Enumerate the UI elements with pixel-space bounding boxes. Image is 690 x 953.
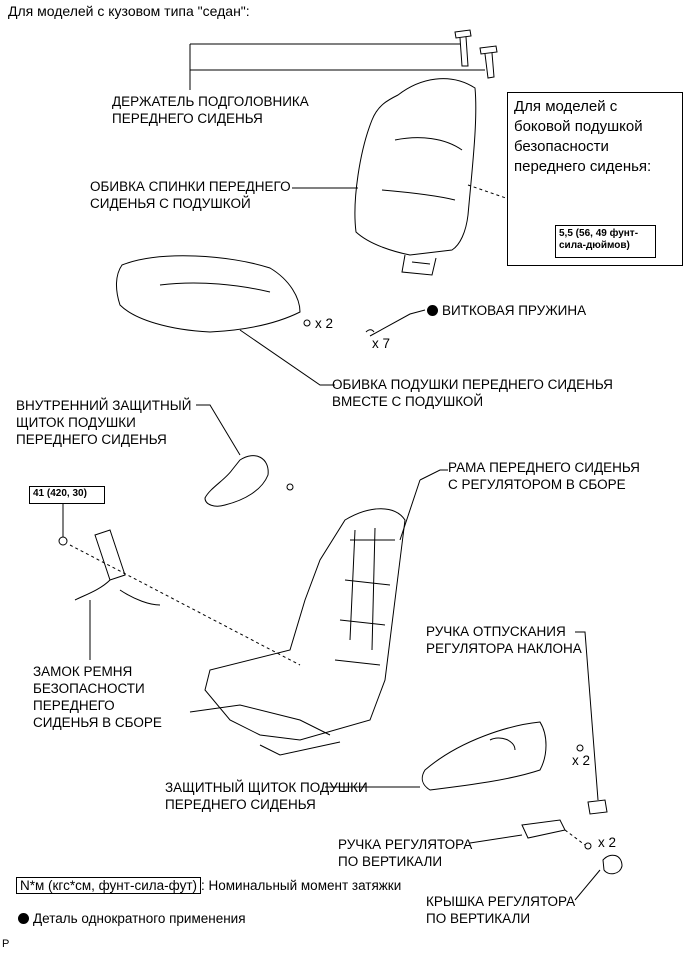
corner-mark: P: [2, 938, 10, 950]
label-frame-adjuster: РАМА ПЕРЕДНЕГО СИДЕНЬЯ С РЕГУЛЯТОРОМ В С…: [448, 460, 640, 492]
legend-torque: N*м (кгс*см, фунт-сила-фут): Номинальный…: [16, 877, 401, 894]
nonreusable-dot-icon: [427, 305, 438, 316]
vertical-screw-count: x 2: [598, 835, 617, 850]
label-cushion-cover: ОБИВКА ПОДУШКИ ПЕРЕДНЕГО СИДЕНЬЯ ВМЕСТЕ …: [332, 377, 613, 409]
coil-spring-count: x 7: [372, 336, 391, 351]
label-headrest-support: ДЕРЖАТЕЛЬ ПОДГОЛОВНИКА ПЕРЕДНЕГО СИДЕНЬЯ: [112, 94, 309, 126]
legend-torque-box: N*м (кгс*см, фунт-сила-фут): [16, 877, 201, 894]
label-cushion-shield: ЗАЩИТНЫЙ ЩИТОК ПОДУШКИ ПЕРЕДНЕГО СИДЕНЬЯ: [165, 780, 368, 812]
header-title: Для моделей с кузовом типа "седан":: [8, 3, 250, 19]
cushion-shield-shape: [421, 721, 547, 791]
label-recliner-handle: РУЧКА ОТПУСКАНИЯ РЕГУЛЯТОРА НАКЛОНА: [426, 624, 582, 656]
shield-screw-count: x 2: [572, 753, 591, 768]
headrest-support-pins: [454, 29, 498, 79]
nonreusable-dot-icon: [18, 913, 29, 924]
cushion-bolt-count: x 2: [315, 316, 334, 331]
label-vertical-handle: РУЧКА РЕГУЛЯТОРА ПО ВЕРТИКАЛИ: [338, 837, 473, 869]
buckle-torque-box: 41 (420, 30): [29, 486, 105, 504]
legend-nonreusable: Деталь однократного применения: [18, 910, 246, 927]
side-airbag-torque-box: 5,5 (56, 49 фунт- сила-дюймов): [555, 225, 656, 258]
inner-shield-shape: [204, 455, 269, 507]
seatback-cover-shape: [354, 78, 477, 276]
label-vertical-cover: КРЫШКА РЕГУЛЯТОРА ПО ВЕРТИКАЛИ: [426, 894, 576, 926]
seat-frame-shape: [189, 508, 406, 756]
seat-cushion-shape: [116, 255, 301, 333]
buckle-shape: [74, 529, 161, 606]
label-inner-shield: ВНУТРЕННИЙ ЗАЩИТНЫЙ ЩИТОК ПОДУШКИ ПЕРЕДН…: [16, 398, 192, 447]
label-coil-spring: ВИТКОВАЯ ПРУЖИНА: [427, 302, 586, 319]
label-seatback-cover: ОБИВКА СПИНКИ ПЕРЕДНЕГО СИДЕНЬЯ С ПОДУШК…: [90, 179, 291, 211]
label-buckle: ЗАМОК РЕМНЯ БЕЗОПАСНОСТИ ПЕРЕДНЕГО СИДЕН…: [33, 664, 162, 730]
